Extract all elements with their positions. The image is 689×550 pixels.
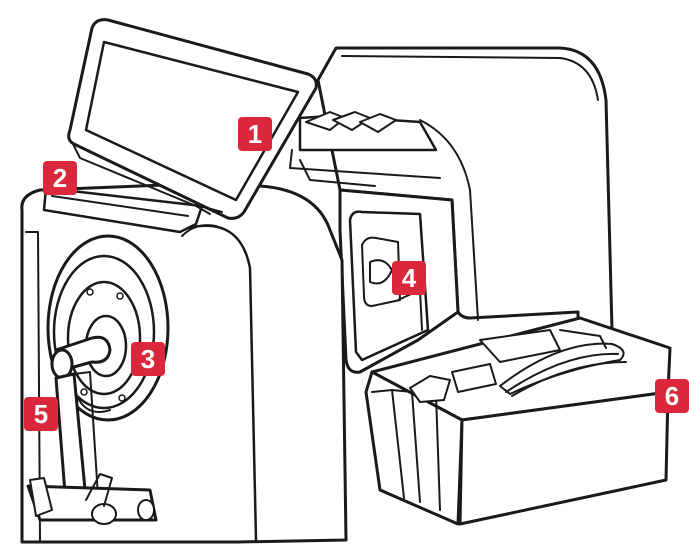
callout-2: 2: [43, 161, 77, 195]
callout-3: 3: [131, 342, 165, 376]
sample-clamp: [26, 335, 158, 525]
sample-drawer: [364, 316, 672, 526]
callout-1: 1: [238, 117, 272, 151]
callout-6: 6: [655, 379, 689, 413]
rear-housing: [289, 46, 614, 332]
callout-5: 5: [24, 397, 58, 431]
callout-4: 4: [392, 261, 426, 295]
touch-screen: [67, 18, 318, 220]
